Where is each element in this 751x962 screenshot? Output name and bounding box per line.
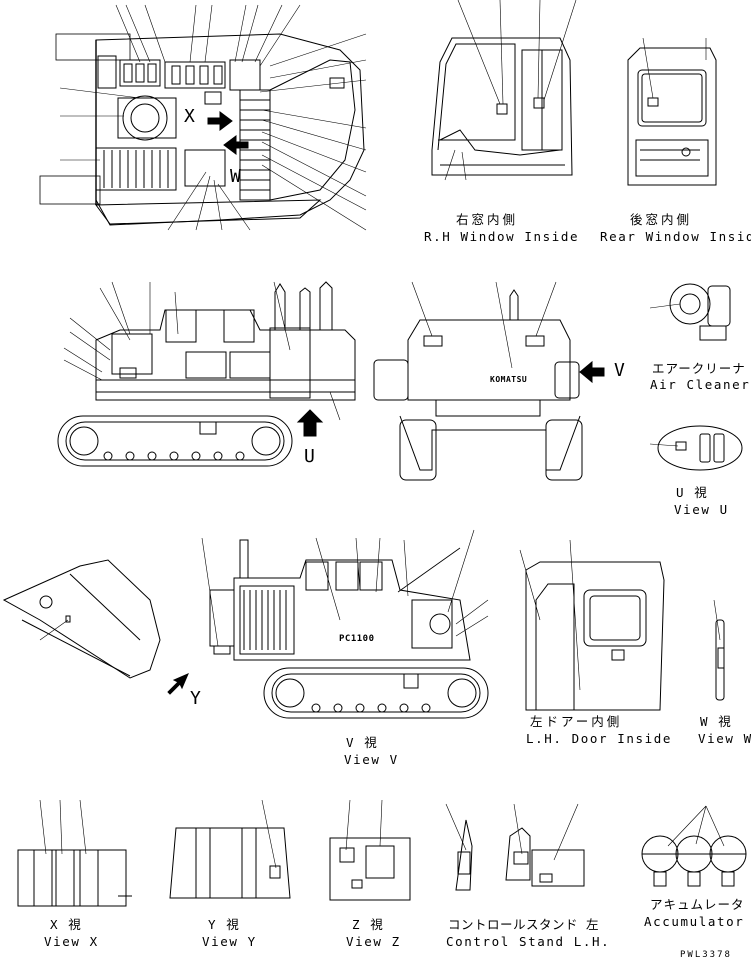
view-z-drawing — [329, 799, 411, 901]
accumulator-en: Accumulator — [644, 914, 745, 929]
view-u-en: View U — [674, 502, 729, 517]
view-v-jp: V 視 — [346, 735, 379, 750]
machine-brand: KOMATSU — [490, 375, 528, 384]
view-marker-y: Y — [190, 688, 203, 709]
machine-model: PC1100 — [339, 634, 375, 644]
view-u-jp: U 視 — [676, 485, 709, 500]
rear-window-jp: 後窓内側 — [630, 212, 693, 227]
drawing-code: PWL3378 — [680, 950, 732, 960]
side-view — [57, 281, 356, 467]
air-cleaner-jp: エアークリーナ — [652, 361, 746, 376]
front-view — [373, 281, 605, 481]
view-x-drawing — [17, 799, 132, 907]
view-y-en: View Y — [202, 934, 257, 949]
accumulator-drawing — [641, 805, 747, 887]
view-w-en: View W — [698, 731, 751, 746]
control-stand-jp: コントロールスタンド 左 — [448, 917, 600, 932]
rh-window-view — [431, 0, 577, 181]
rh-window-jp: 右窓内側 — [456, 212, 519, 227]
view-marker-x: X — [184, 106, 197, 127]
view-z-jp: Z 視 — [352, 917, 385, 932]
view-v-machine — [201, 529, 489, 719]
view-marker-u: U — [304, 446, 317, 467]
air-cleaner-en: Air Cleaner — [650, 377, 751, 392]
rear-window-en: Rear Window Inside — [600, 229, 751, 244]
view-marker-w: W — [230, 166, 243, 187]
view-x-jp: X 視 — [50, 917, 83, 932]
accumulator-jp: アキュムレータ — [650, 897, 745, 912]
view-x-en: View X — [44, 934, 99, 949]
view-v-en: View V — [344, 752, 399, 767]
view-y-drawing — [169, 799, 291, 899]
air-cleaner-view — [649, 283, 731, 341]
plan-view — [39, 4, 367, 231]
rear-window-view — [627, 37, 717, 186]
control-stand-drawing — [445, 803, 585, 891]
boom-view — [2, 559, 189, 695]
lh-door-jp: 左ドアー内側 — [530, 714, 623, 729]
view-w-jp: W 視 — [700, 714, 733, 729]
lh-door-en: L.H. Door Inside — [526, 731, 673, 746]
rh-window-en: R.H Window Inside — [424, 229, 580, 244]
view-w — [713, 599, 725, 701]
control-stand-en: Control Stand L.H. — [446, 934, 611, 949]
view-z-en: View Z — [346, 934, 401, 949]
view-y-jp: Y 視 — [208, 917, 241, 932]
view-marker-v: V — [614, 360, 627, 381]
view-u — [649, 425, 743, 471]
lh-door-view — [519, 539, 665, 711]
